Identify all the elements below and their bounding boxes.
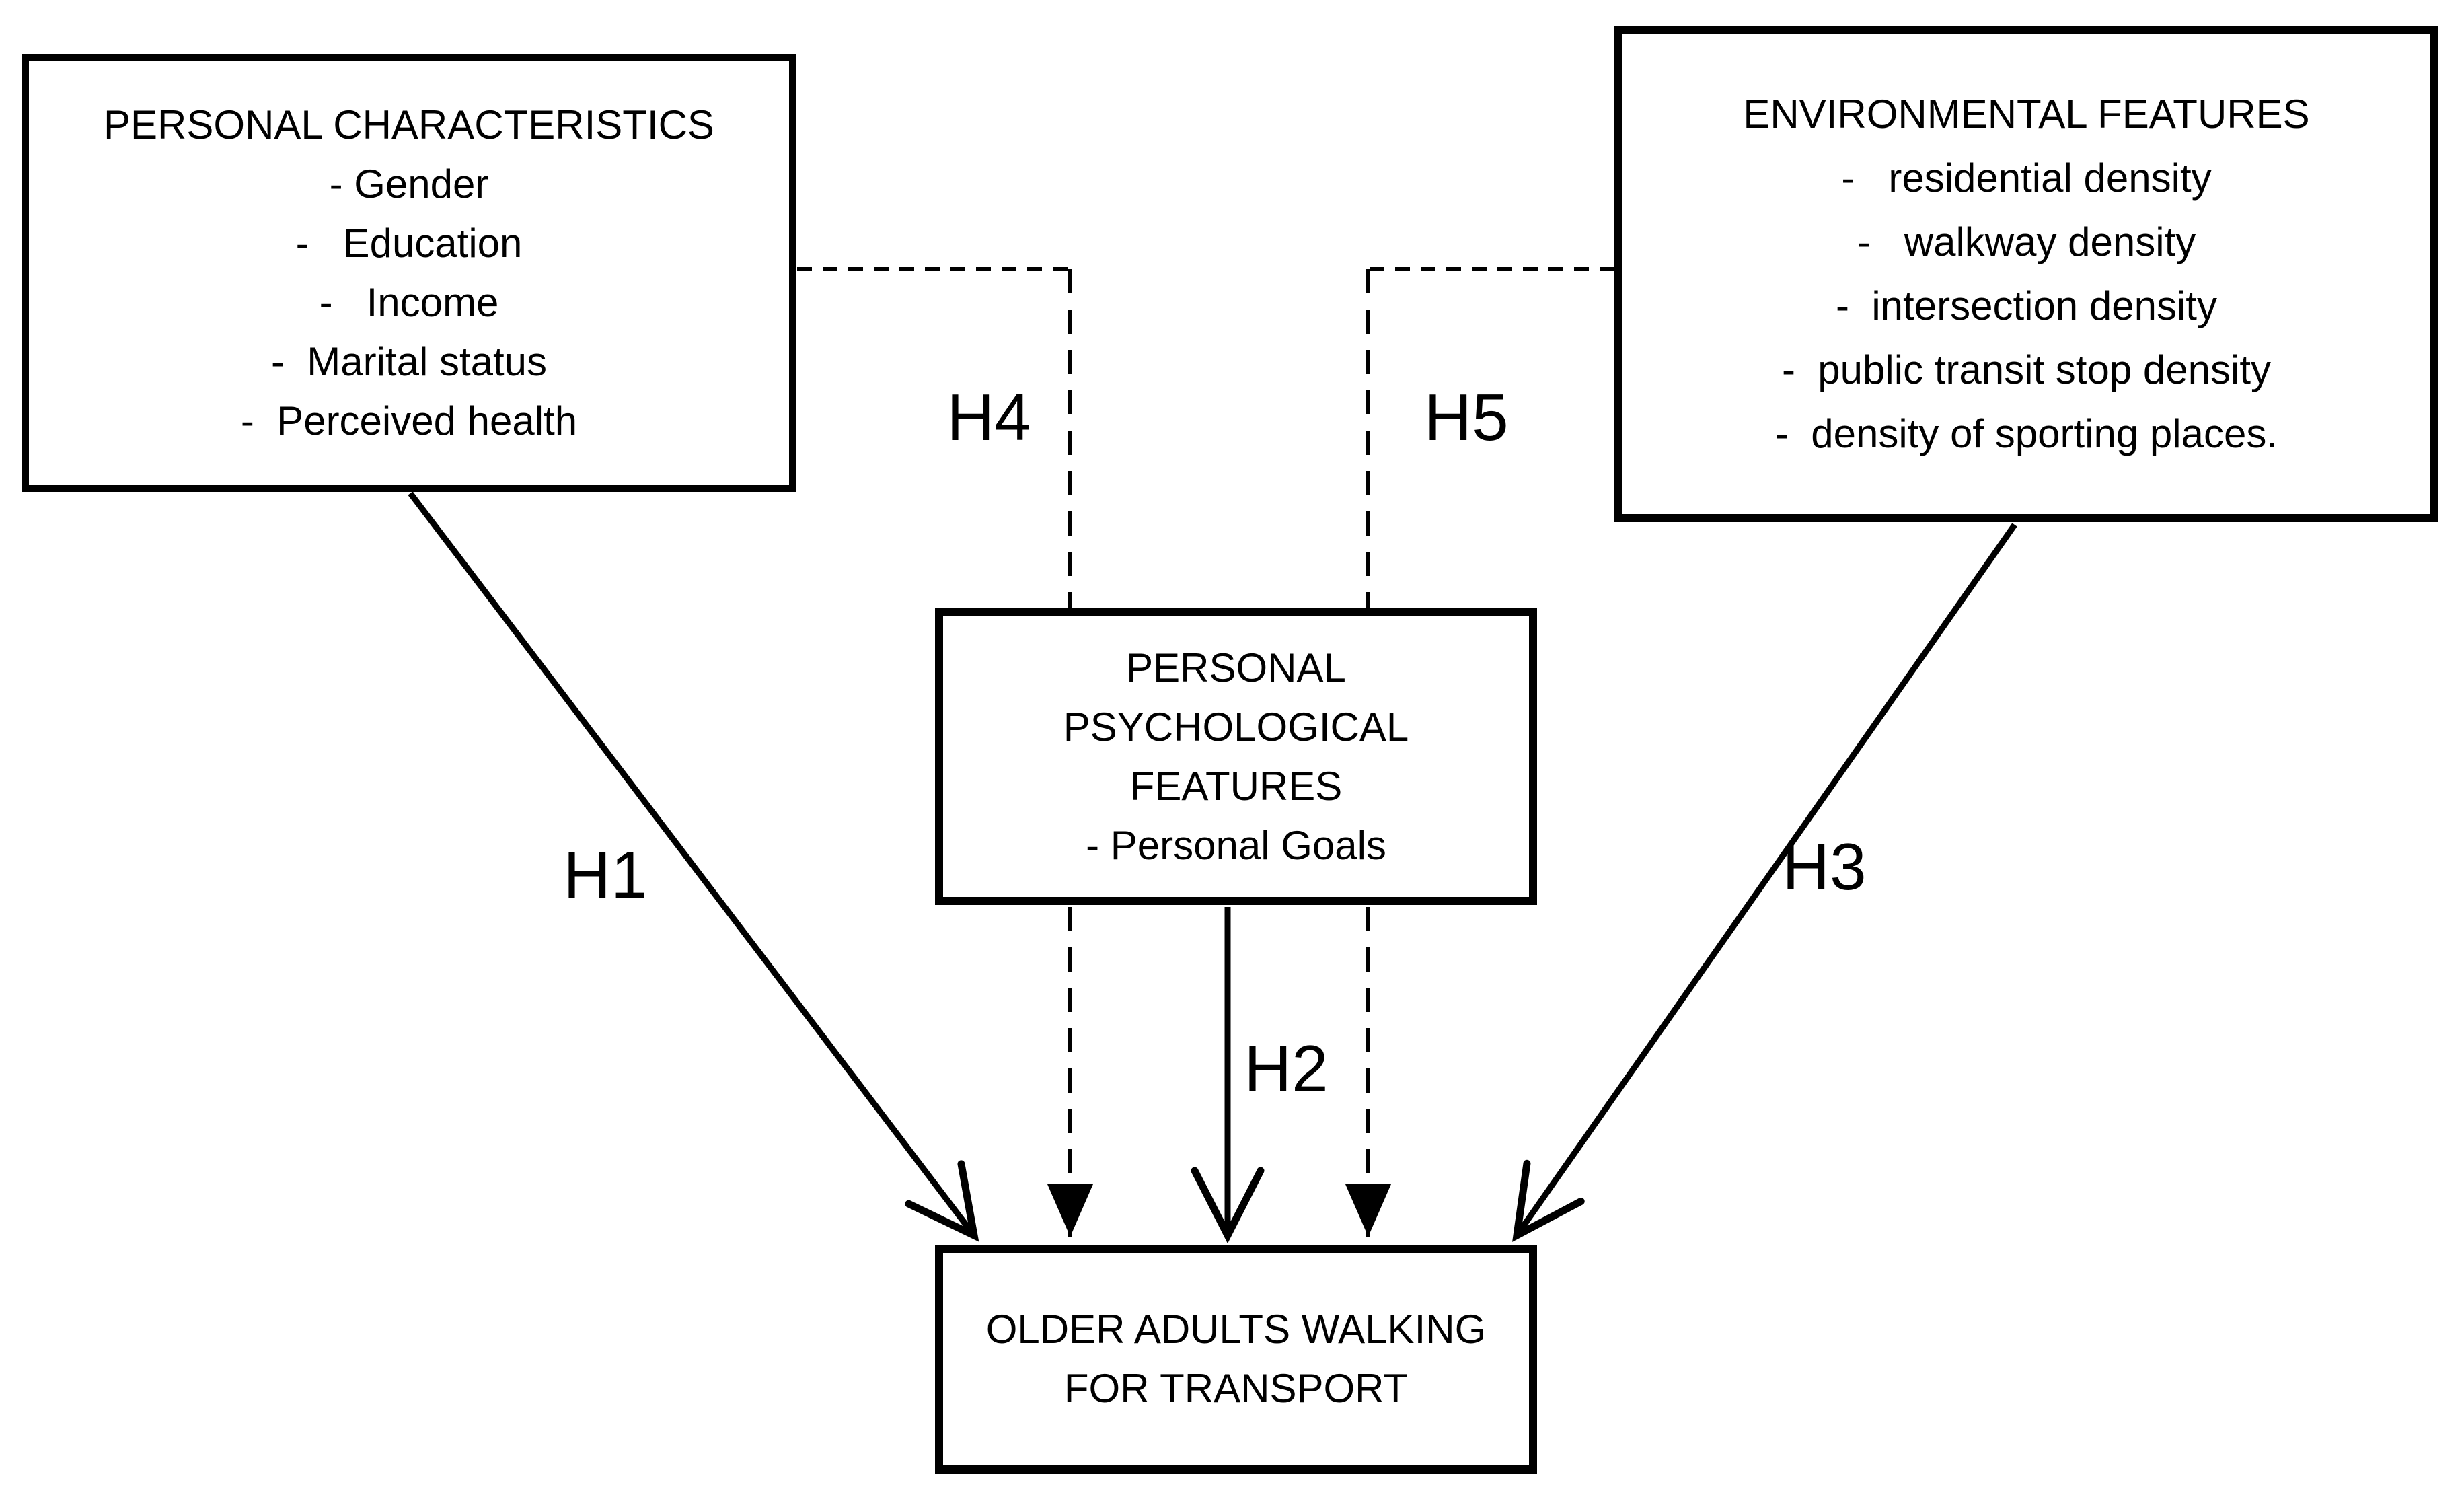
outcome-title-line-1: OLDER ADULTS WALKING xyxy=(985,1307,1487,1352)
h2-label: H2 xyxy=(1244,1031,1329,1105)
personal-characteristics-title: PERSONAL CHARACTERISTICS xyxy=(104,102,714,147)
psychological-title-line-3: FEATURES xyxy=(1129,763,1343,809)
personal-characteristics-box: PERSONAL CHARACTERISTICS - Gender - Educ… xyxy=(22,54,796,492)
list-item-walkway-density: - walkway density xyxy=(1857,219,2196,264)
environmental-features-title: ENVIRONMENTAL FEATURES xyxy=(1743,92,2310,137)
h3-label: H3 xyxy=(1782,830,1867,904)
outcome-box: OLDER ADULTS WALKING FOR TRANSPORT xyxy=(935,1245,1537,1474)
h1-arrow xyxy=(408,491,979,1242)
list-item-education: - Education xyxy=(295,220,523,266)
h1-label: H1 xyxy=(563,838,648,912)
list-item-personal-goals: - Personal Goals xyxy=(1086,822,1386,868)
h3-arrow xyxy=(1512,523,2017,1242)
psychological-title-line-2: PSYCHOLOGICAL xyxy=(1063,704,1409,750)
personal-psychological-features-box: PERSONAL PSYCHOLOGICAL FEATURES - Person… xyxy=(935,608,1537,905)
list-item-residential-density: - residential density xyxy=(1841,155,2212,201)
list-item-income: - Income xyxy=(319,279,499,325)
list-item-intersection-density: - intersection density xyxy=(1836,283,2217,328)
environmental-features-box: ENVIRONMENTAL FEATURES - residential den… xyxy=(1614,26,2438,522)
h5-label: H5 xyxy=(1424,380,1509,454)
h4-label: H4 xyxy=(946,380,1031,454)
list-item-density-of-sporting-places: - density of sporting places. xyxy=(1775,411,2278,456)
list-item-gender: - Gender xyxy=(329,161,489,207)
psychological-title-line-1: PERSONAL xyxy=(1126,645,1346,690)
list-item-public-transit-stop-density: - public transit stop density xyxy=(1781,347,2271,392)
list-item-marital-status: - Marital status xyxy=(270,338,548,384)
list-item-perceived-health: - Perceived health xyxy=(240,398,578,443)
outcome-title-line-2: FOR TRANSPORT xyxy=(1063,1366,1409,1411)
